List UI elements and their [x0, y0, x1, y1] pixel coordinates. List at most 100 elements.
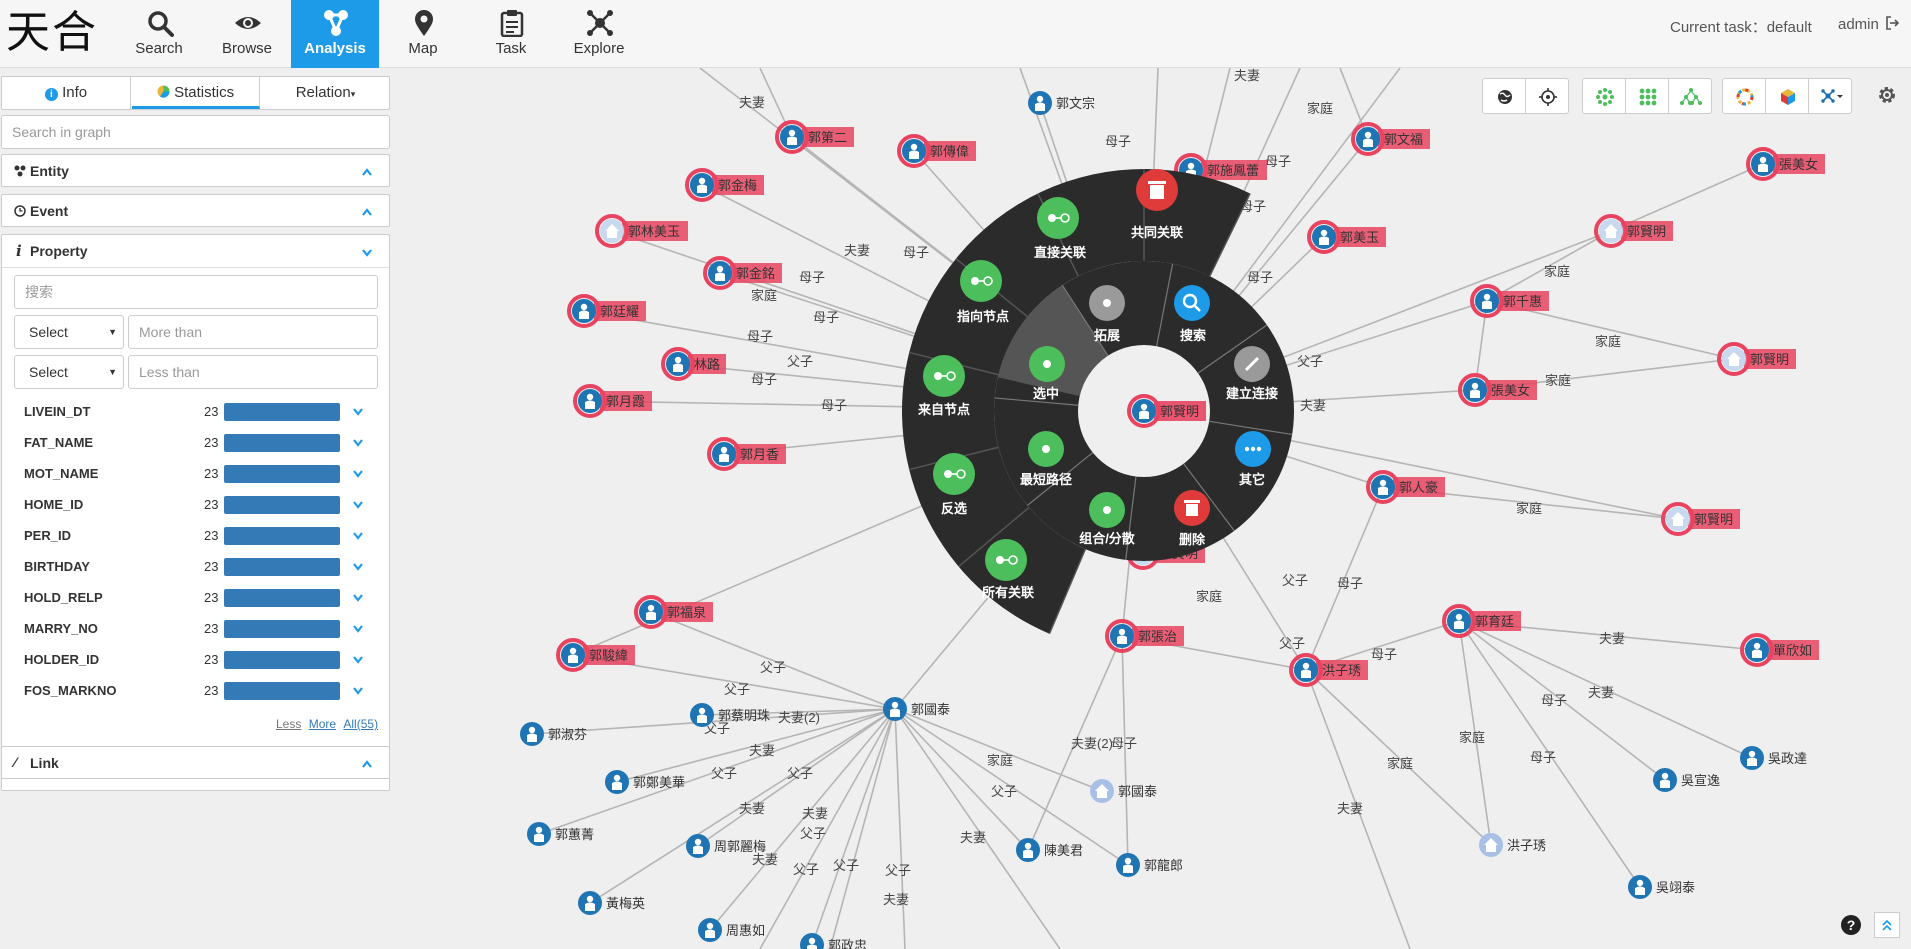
radial-outer-item[interactable]: 直接关联 — [1034, 197, 1086, 260]
radial-inner-item[interactable]: 拓展 — [1089, 285, 1125, 343]
graph-node-person[interactable]: 郭美玉 — [1307, 220, 1386, 254]
more-than-input[interactable]: More than — [128, 315, 378, 349]
nav-analysis[interactable]: Analysis — [291, 0, 379, 68]
chevron-down-icon[interactable] — [352, 498, 364, 510]
graph-search-input[interactable]: Search in graph — [1, 115, 390, 149]
graph-node-person[interactable]: 郭文福 — [1351, 122, 1430, 156]
graph-node-person[interactable]: 郭傳偉 — [897, 134, 976, 168]
graph-node-person[interactable]: 單欣如 — [1740, 633, 1819, 667]
graph-node-person[interactable]: 張美女 — [1746, 147, 1825, 181]
graph-node-household[interactable]: 郭國泰 — [1090, 779, 1157, 803]
radial-outer-item[interactable]: 来自节点 — [917, 355, 970, 417]
graph-node-person[interactable]: 張美女 — [1458, 373, 1537, 407]
nav-task[interactable]: Task — [467, 0, 555, 68]
layout-hierarchy-button[interactable] — [1668, 78, 1712, 114]
explore-options-button[interactable] — [1808, 78, 1852, 114]
graph-node-person[interactable]: 郭張治 — [1105, 619, 1184, 653]
graph-node-person[interactable]: 郭政忠 — [800, 933, 867, 949]
less-than-input[interactable]: Less than — [128, 355, 378, 389]
layout-grid-button[interactable] — [1625, 78, 1669, 114]
style-button[interactable] — [1765, 78, 1809, 114]
radial-inner-item[interactable]: 搜索 — [1174, 285, 1210, 343]
graph-node-person[interactable]: 郭蔡明珠 — [690, 703, 770, 727]
chevron-down-icon[interactable] — [352, 684, 364, 696]
layout-radial-button[interactable] — [1582, 78, 1626, 114]
graph-node-person[interactable]: 郭廷耀 — [567, 294, 646, 328]
graph-node-person[interactable]: 陳美君 — [1016, 838, 1083, 862]
less-link[interactable]: Less — [276, 717, 302, 731]
user-menu[interactable]: admin — [1838, 16, 1900, 33]
entity-section-header[interactable]: Entity — [1, 154, 390, 187]
graph-node-household[interactable]: 郭賢明 — [1594, 214, 1673, 248]
graph-node-person[interactable]: 洪子琇 — [1289, 653, 1368, 687]
chevron-down-icon[interactable] — [352, 653, 364, 665]
less-than-select[interactable]: Select▼ — [14, 355, 124, 389]
globe-button[interactable] — [1482, 78, 1526, 114]
graph-node-person[interactable]: 郭第二 — [775, 120, 854, 154]
graph-node-person[interactable]: 周惠如 — [698, 918, 765, 942]
chevron-down-icon[interactable] — [352, 529, 364, 541]
more-link[interactable]: More — [308, 717, 337, 731]
link-section-header[interactable]: ⁄ Link — [1, 746, 390, 779]
chevron-down-icon[interactable] — [352, 622, 364, 634]
graph-node-person[interactable]: 吳宣逸 — [1653, 768, 1720, 792]
radial-inner-item[interactable]: 最短路径 — [1020, 431, 1072, 487]
graph-node-person[interactable]: 郭人豪 — [1366, 470, 1445, 504]
nav-search[interactable]: Search — [115, 0, 203, 68]
chevron-down-icon[interactable] — [352, 405, 364, 417]
graph-node-person[interactable]: 郭淑芬 — [520, 722, 587, 746]
graph-node-household[interactable]: 郭林美玉 — [595, 214, 688, 248]
graph-node-person[interactable]: 郭駿緯 — [556, 638, 635, 672]
chevron-down-icon[interactable] — [352, 591, 364, 603]
graph-node-person[interactable]: 郭鄭美華 — [605, 770, 685, 794]
graph-node-person[interactable]: 郭文宗 — [1028, 91, 1095, 115]
radial-inner-item[interactable]: 其它 — [1235, 431, 1271, 487]
chevron-down-icon[interactable] — [352, 560, 364, 572]
radial-inner-item[interactable]: 组合/分散 — [1079, 492, 1136, 546]
nav-explore[interactable]: Explore — [555, 0, 643, 68]
graph-node-person[interactable]: 郭育廷 — [1442, 604, 1521, 638]
nav-map[interactable]: Map — [379, 0, 467, 68]
radial-outer-item[interactable]: 所有关联 — [982, 539, 1034, 600]
graph-node-person[interactable]: 郭月香 — [707, 437, 786, 471]
graph-node-person[interactable]: 郭金梅 — [685, 168, 764, 202]
locate-button[interactable] — [1525, 78, 1569, 114]
graph-node-person[interactable]: 周郭麗梅 — [686, 834, 766, 858]
graph-node-person[interactable]: 郭龍郎 — [1116, 853, 1183, 877]
more-than-select[interactable]: Select▼ — [14, 315, 124, 349]
property-search-input[interactable]: 搜索 — [14, 275, 378, 309]
graph-node-household[interactable]: 郭賢明 — [1717, 342, 1796, 376]
graph-node-person[interactable]: 郭千惠 — [1470, 284, 1549, 318]
radial-outer-item[interactable]: 指向节点 — [957, 260, 1009, 324]
graph-node-person[interactable]: 郭福泉 — [634, 595, 713, 629]
radial-outer-item[interactable]: 共同关联 — [1131, 169, 1183, 240]
radial-center-node[interactable]: 郭賢明 — [1127, 394, 1206, 428]
gear-icon[interactable] — [1876, 84, 1898, 106]
graph-node-person[interactable]: 郭國泰 — [883, 697, 950, 721]
help-icon[interactable]: ? — [1840, 914, 1862, 936]
tab-statistics[interactable]: Statistics — [132, 77, 260, 109]
graph-node-household[interactable]: 郭賢明 — [1661, 502, 1740, 536]
graph-svg[interactable]: 夫妻夫妻母子母子家庭母子母子父子母子母子母子母子母子家庭夫妻母子父子夫妻家庭家庭… — [392, 68, 1911, 949]
graph-node-person[interactable]: 林路 — [661, 347, 726, 381]
chevron-down-icon[interactable] — [352, 436, 364, 448]
event-section-header[interactable]: Event — [1, 194, 390, 227]
graph-node-person[interactable]: 郭蕙菁 — [527, 822, 594, 846]
radial-outer-item[interactable]: 反选 — [933, 453, 975, 516]
nav-browse[interactable]: Browse — [203, 0, 291, 68]
graph-node-person[interactable]: 吳政達 — [1740, 746, 1807, 770]
logout-icon[interactable] — [1885, 16, 1900, 30]
radial-inner-item[interactable]: 选中 — [1029, 346, 1065, 401]
tab-info[interactable]: i Info — [2, 77, 131, 109]
graph-canvas[interactable]: 夫妻夫妻母子母子家庭母子母子父子母子母子母子母子母子家庭夫妻母子父子夫妻家庭家庭… — [392, 68, 1911, 949]
graph-node-person[interactable]: 黃梅英 — [578, 891, 645, 915]
